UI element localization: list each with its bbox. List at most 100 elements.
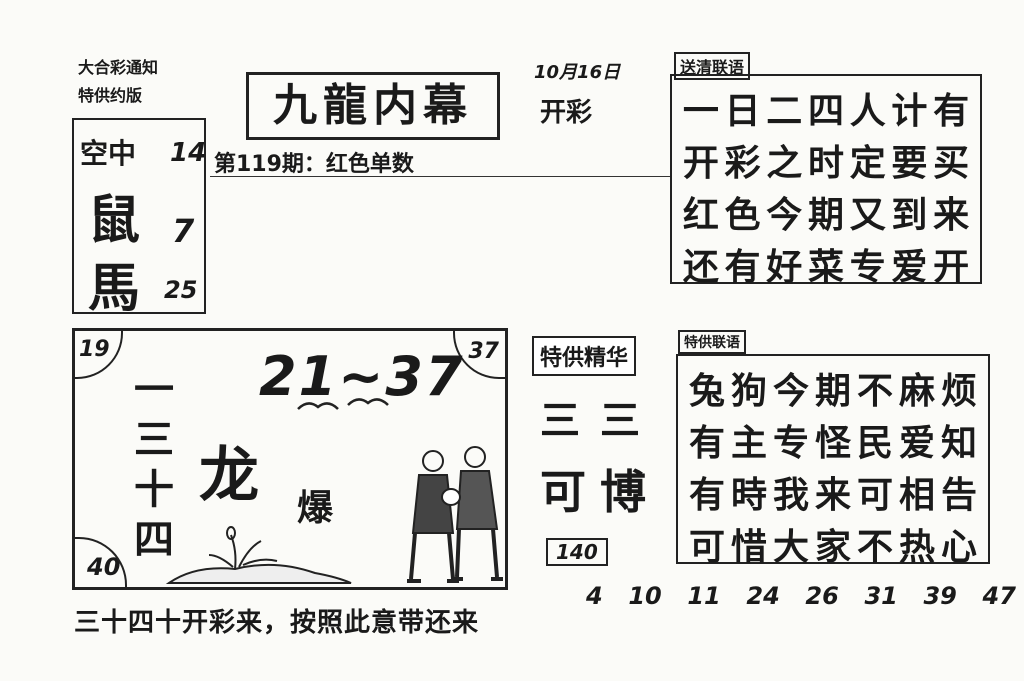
poem2-char: 可 [856, 474, 893, 516]
page-title: 九龍内幕 [273, 80, 473, 131]
open-label: 开彩 [540, 98, 593, 128]
corner-bl-arc [73, 537, 127, 589]
poem1-char: 要 [891, 142, 928, 184]
poem1-char: 买 [933, 142, 970, 184]
poem1-char: 时 [807, 142, 844, 184]
vertical-char: 四 [134, 516, 174, 563]
special-char-2: 三 [600, 397, 640, 444]
poem2-char: 大 [772, 526, 809, 568]
poem1-char: 开 [933, 246, 970, 288]
poem1-char: 一 [682, 90, 719, 132]
poem1-char: 二 [766, 90, 803, 132]
vertical-char: 一 [134, 366, 174, 413]
number-item: 31 [864, 582, 898, 610]
poem1-char: 有 [933, 90, 970, 132]
special-char-3: 可 [540, 465, 586, 519]
special-char-4: 博 [600, 465, 646, 519]
poem1-char: 红 [682, 194, 719, 236]
range-text: 21~37 [259, 345, 465, 408]
divider-line [210, 176, 670, 177]
poem2-char: 来 [814, 474, 851, 516]
poem1-char: 菜 [807, 246, 844, 288]
birds-icon [297, 398, 389, 410]
poem1-char: 日 [724, 90, 761, 132]
vertical-char: 十 [134, 466, 174, 513]
poem2-char: 時 [730, 474, 767, 516]
poem2-char: 狗 [730, 370, 767, 412]
poem1-char: 定 [849, 142, 886, 184]
plant-rock-illustration [165, 526, 352, 584]
poem2-char: 麻 [898, 370, 935, 412]
poem2-char: 主 [730, 422, 767, 464]
special-char-1: 三 [540, 397, 580, 444]
poem1-grid: 一日二四人计有开彩之时定要买红色今期又到来还有好菜专爱开 [680, 82, 972, 288]
poem1-box: 一日二四人计有开彩之时定要买红色今期又到来还有好菜专爱开 [670, 74, 982, 288]
special-number: 140 [546, 538, 608, 566]
poem1-char: 专 [849, 246, 886, 288]
poem2-char: 民 [856, 422, 893, 464]
poem2-char: 心 [940, 526, 977, 568]
special-label: 特供精华 [532, 336, 637, 376]
poem2-char: 今 [772, 370, 809, 412]
poem2-char: 期 [814, 370, 851, 412]
date-text: 10月16日 [534, 62, 621, 83]
number-item: 39 [923, 582, 957, 610]
number-item: 26 [805, 582, 839, 610]
poem1-char: 彩 [724, 142, 761, 184]
poem1-char: 之 [766, 142, 803, 184]
number-item: 11 [687, 582, 721, 610]
poem1-char: 四 [807, 90, 844, 132]
poem2-char: 告 [940, 474, 977, 516]
poem2-char: 不 [856, 370, 893, 412]
poem2-char: 知 [940, 422, 977, 464]
two-men-illustration [407, 446, 503, 583]
animal-num-2: 25 [164, 276, 198, 304]
big-dragon-char: 龙 [199, 441, 259, 511]
poem2-char: 兔 [688, 370, 725, 412]
bottom-text: 三十四十开彩来，按照此意带还来 [74, 608, 480, 638]
animals-header: 空中 [80, 137, 137, 170]
poem1-char: 还 [682, 246, 719, 288]
poem2-char: 不 [856, 526, 893, 568]
poem1-char: 来 [933, 194, 970, 236]
poem1-char: 今 [766, 194, 803, 236]
poem2-char: 烦 [940, 370, 977, 412]
vertical-char: 三 [134, 416, 174, 463]
poem1-char: 计 [891, 90, 928, 132]
poem2-label: 特供联语 [678, 330, 746, 354]
poem2-box: 兔狗今期不麻烦有主专怪民爱知有時我来可相告可惜大家不热心 [676, 354, 990, 568]
animal-num-1: 7 [172, 212, 195, 250]
title-box: 九龍内幕 [246, 72, 500, 140]
poem2-char: 有 [688, 422, 725, 464]
poem1-char: 人 [849, 90, 886, 132]
numbers-row: 4 10 11 24 26 31 39 47 [586, 582, 1016, 610]
animals-header-num: 14 [170, 138, 207, 168]
animals-box: 空中 14 鼠 7 馬 25 [72, 118, 207, 319]
animal-char-2: 馬 [88, 258, 141, 319]
poem1-char: 又 [849, 194, 886, 236]
poem1-char: 爱 [891, 246, 928, 288]
poem2-char: 爱 [898, 422, 935, 464]
small-burst-text: 爆 [297, 487, 334, 529]
poem2-char: 家 [814, 526, 851, 568]
poem2-char: 我 [772, 474, 809, 516]
poem1-char: 到 [891, 194, 928, 236]
number-item: 4 [586, 582, 603, 610]
number-item: 10 [628, 582, 662, 610]
poem2-char: 专 [772, 422, 809, 464]
animal-char-1: 鼠 [88, 190, 141, 251]
poem2-char: 热 [898, 526, 935, 568]
corner-tl-arc [73, 329, 123, 379]
vertical-chars: 一三十四 [129, 367, 179, 563]
poem1-char: 期 [807, 194, 844, 236]
poem2-char: 怪 [814, 422, 851, 464]
poem2-char: 可 [688, 526, 725, 568]
poem1-char: 开 [682, 142, 719, 184]
poem2-char: 有 [688, 474, 725, 516]
poem1-char: 有 [724, 246, 761, 288]
number-item: 47 [982, 582, 1016, 610]
poem1-label: 送清联语 [674, 52, 751, 80]
poem2-char: 惜 [730, 526, 767, 568]
number-item: 24 [746, 582, 780, 610]
issue-line: 第119期：红色单数 [214, 152, 414, 177]
